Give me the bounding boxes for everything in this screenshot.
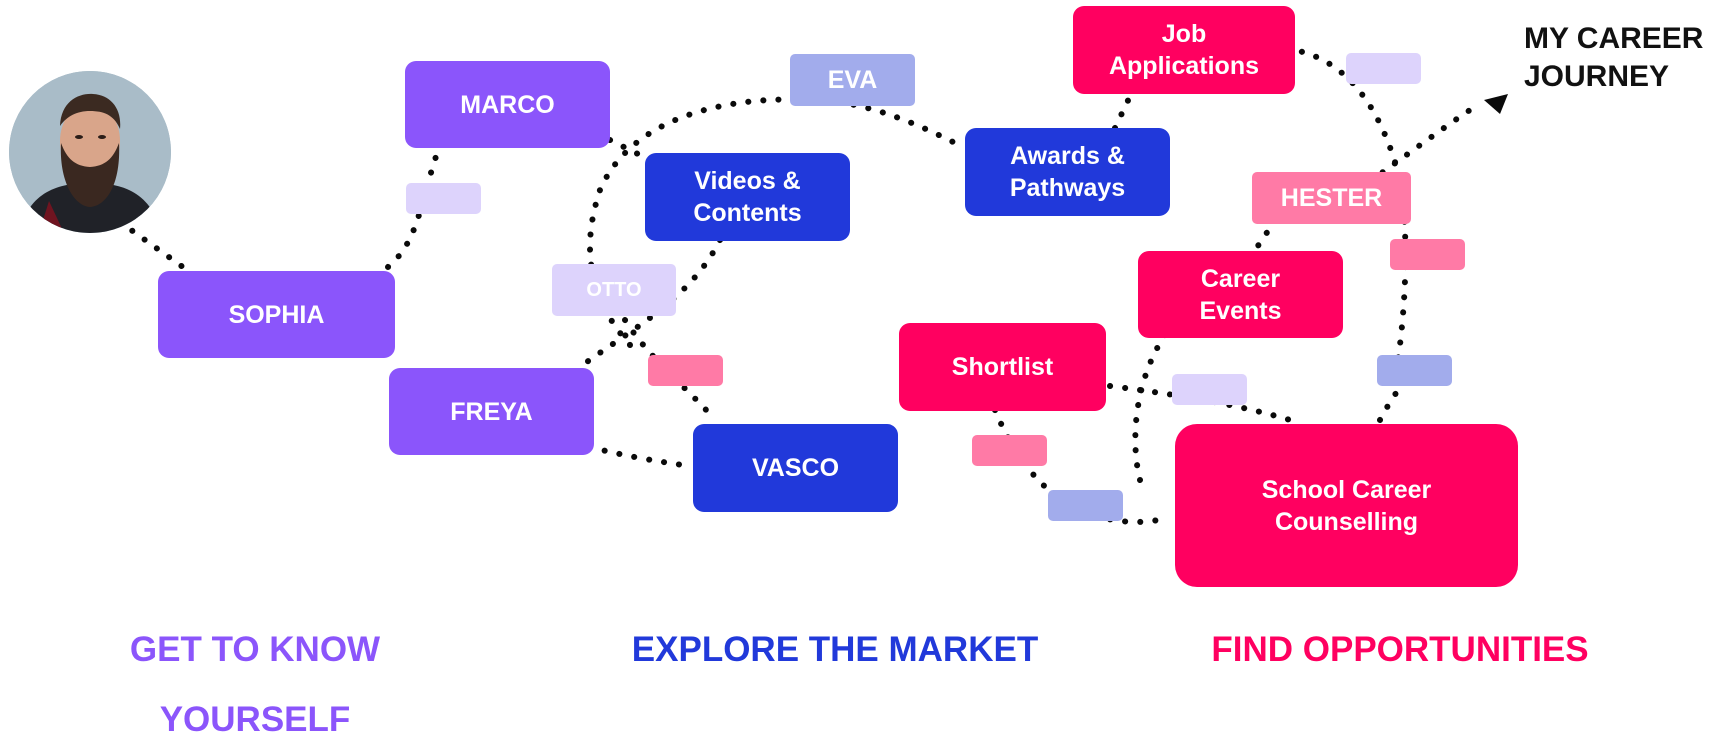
path-marco-videos: [607, 137, 653, 163]
marker-light-purple-3: [1172, 374, 1247, 405]
node-sophia[interactable]: SOPHIA: [158, 271, 395, 358]
path-sophia-marco: [385, 142, 443, 270]
path-career-counselling: [1132, 332, 1168, 483]
marker-pink-3: [972, 435, 1047, 466]
person-avatar-icon: [9, 71, 171, 233]
node-job-applications[interactable]: Job Applications: [1073, 6, 1295, 94]
marker-light-purple-2: [1346, 53, 1421, 84]
arrow-head-icon: [1484, 94, 1508, 114]
node-marco[interactable]: MARCO: [405, 61, 610, 148]
marker-light-purple-1: [406, 183, 481, 214]
stage-get-to-know-yourself: GET TO KNOW YOURSELF: [129, 630, 381, 739]
chip-hester[interactable]: HESTER: [1252, 172, 1411, 224]
path-hester-career: [1247, 217, 1278, 258]
node-vasco[interactable]: VASCO: [693, 424, 898, 512]
chip-otto[interactable]: OTTO: [552, 264, 676, 316]
journey-title: MY CAREER JOURNEY: [1524, 22, 1704, 93]
chip-eva[interactable]: EVA: [790, 54, 915, 106]
path-freya-vasco: [587, 444, 693, 469]
stage-explore-the-market: EXPLORE THE MARKET: [631, 630, 1039, 669]
node-career-events[interactable]: Career Events: [1138, 251, 1343, 338]
path-otto-loop: [587, 96, 968, 348]
path-shortlist-counselling: [1107, 383, 1293, 423]
marker-blue-1: [1377, 355, 1452, 386]
path-otto-vasco: [622, 317, 718, 423]
marker-pink-1: [648, 355, 723, 386]
path-avatar-sophia: [117, 219, 190, 273]
node-awards-pathways[interactable]: Awards & Pathways: [965, 128, 1170, 216]
node-freya[interactable]: FREYA: [389, 368, 594, 455]
node-school-career-counselling[interactable]: School Career Counselling: [1175, 424, 1518, 587]
path-awards-job: [1112, 89, 1135, 131]
path-videos-freya: [577, 237, 723, 370]
marker-pink-2: [1390, 239, 1465, 270]
node-videos-contents[interactable]: Videos & Contents: [645, 153, 850, 241]
stage-find-opportunities: FIND OPPORTUNITIES: [1211, 630, 1589, 669]
marker-blue-2: [1048, 490, 1123, 521]
node-shortlist[interactable]: Shortlist: [899, 323, 1106, 411]
